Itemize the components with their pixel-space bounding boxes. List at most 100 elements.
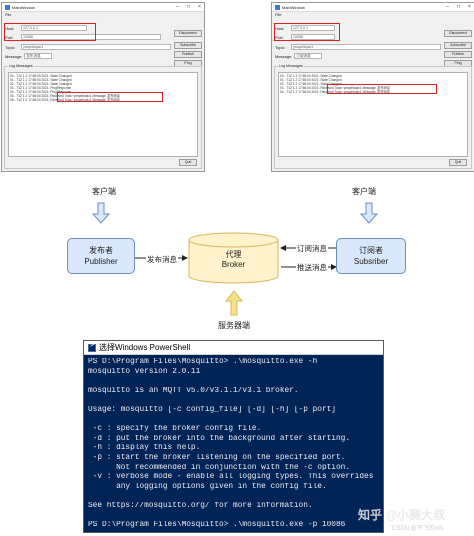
push-edge-label: 推送消息	[296, 262, 328, 273]
disconnect-button[interactable]: Disconnect	[444, 30, 472, 37]
host-input[interactable]: 127.0.0.1	[291, 25, 335, 31]
console-line	[88, 492, 379, 502]
log-line: 04 - T1Z 1 2 17:56:00 2021: Received Top…	[280, 90, 390, 94]
powershell-title: 选择Windows PowerShell	[99, 343, 191, 352]
message-label: Message:	[5, 53, 23, 59]
subscriber-node: 订阅者 Subsriber	[336, 238, 406, 274]
powershell-window: 选择Windows PowerShell PS D:\Program Files…	[83, 340, 384, 533]
close-icon[interactable]: ×	[198, 4, 201, 10]
console-line: any logging options given in the config …	[88, 482, 327, 491]
close-icon[interactable]: ×	[468, 4, 471, 10]
maximize-icon[interactable]: □	[186, 4, 191, 10]
console-line	[88, 377, 379, 387]
window-title: MainWindow	[282, 4, 305, 10]
log-line: 03 - T1Z 1 2 17:55:00 2021: PingResponse	[10, 86, 72, 90]
log-messages-group: Log Messages: 00 - T1Z 1 2 17:55:00 2021…	[274, 64, 472, 169]
host-port-highlight	[4, 23, 96, 41]
log-line: 00 - T1Z 1 2 17:55:00 2021: State Change…	[10, 74, 72, 78]
subscriber-label-cn: 订阅者	[359, 246, 383, 255]
menu-file[interactable]: File	[275, 12, 282, 17]
message-row: Message: 发布消息	[5, 53, 53, 59]
minimize-icon[interactable]: –	[446, 4, 449, 10]
received-highlight	[57, 92, 163, 102]
console-line	[88, 396, 379, 406]
subscriber-label-en: Subsriber	[353, 257, 389, 266]
menu-file[interactable]: File	[5, 12, 12, 17]
quit-button[interactable]: Quit	[449, 159, 467, 166]
client-arrow-right-icon	[360, 202, 378, 224]
log-line: 05 - T1Z 1 2 17:56:00 2021: Received Top…	[10, 94, 120, 98]
topic-row: Topic: ymqxt/topic1	[275, 44, 441, 50]
message-input[interactable]: 订阅消息	[294, 53, 323, 59]
app-icon	[5, 4, 10, 10]
topic-row: Topic: ymqxt/topic1	[5, 44, 171, 50]
broker-label-en: Broker	[221, 260, 246, 269]
message-input[interactable]: 发布消息	[24, 53, 53, 59]
console-line: -d : put the broker into the background …	[88, 434, 351, 443]
log-line: 02 - T1Z 1 2 17:55:00 2021: State Change…	[280, 82, 342, 86]
port-row: Port: 10086	[275, 34, 335, 40]
subscribe-edge-label: 订阅消息	[296, 243, 328, 254]
message-label: Message:	[275, 53, 293, 59]
quit-button[interactable]: Quit	[179, 159, 197, 166]
client-caption-left: 客户端	[92, 187, 116, 196]
topic-label: Topic:	[5, 44, 16, 50]
window-titlebar: MainWindow – □ ×	[2, 3, 204, 12]
subscribe-button[interactable]: Subscribe	[444, 42, 472, 49]
publish-edge-label: 发布消息	[146, 254, 178, 265]
client-arrow-left-icon	[92, 202, 110, 224]
subscribe-button[interactable]: Subscribe	[174, 42, 202, 49]
minimize-icon[interactable]: –	[176, 4, 179, 10]
log-line: 04 - T1Z 1 2 17:55:00 2021: PingResponse	[10, 90, 72, 94]
server-arrow-up-icon	[225, 290, 243, 316]
console-line: PS D:\Program Files\Mosquitto> .\mosquit…	[88, 358, 318, 366]
log-line: 06 - T1Z 1 2 17:56:00 2021: Received Top…	[10, 98, 120, 102]
console-line: mosquitto is an MQTT v5.0/v3.1.1/v3.1 br…	[88, 386, 299, 395]
log-line: 01 - T1Z 1 2 17:55:00 2021: State Change…	[10, 78, 72, 82]
received-highlight	[327, 84, 437, 94]
port-label: Port:	[275, 34, 284, 40]
console-line: See https://mosquitto.org/ for more info…	[88, 501, 313, 510]
publisher-node: 发布者 Publisher	[67, 238, 135, 274]
topic-input[interactable]: ymqxt/topic1	[21, 44, 171, 50]
host-row: Host: 127.0.0.1	[5, 25, 87, 31]
log-messages-title: Log Messages:	[8, 64, 35, 68]
host-label: Host:	[5, 25, 15, 31]
disconnect-button[interactable]: Disconnect	[174, 30, 202, 37]
port-input[interactable]: 10086	[21, 34, 161, 40]
console-line: Usage: mosquitto [-c config_file] [-d] […	[88, 405, 336, 414]
host-input[interactable]: 127.0.0.1	[21, 25, 87, 31]
publish-button[interactable]: Publish	[174, 51, 202, 58]
log-line: 03 - T1Z 1 2 17:56:00 2021: Received Top…	[280, 86, 390, 90]
publisher-label-cn: 发布者	[89, 246, 113, 255]
broker-label-cn: 代理	[225, 250, 242, 259]
console-line: Not recommended in conjunction with the …	[88, 463, 351, 472]
port-input[interactable]: 10086	[291, 34, 335, 40]
host-label: Host:	[275, 25, 285, 31]
console-line	[88, 512, 379, 522]
log-line: 01 - T1Z 1 2 17:55:00 2021: State Change…	[280, 78, 342, 82]
window-title: MainWindow	[12, 4, 35, 10]
maximize-icon[interactable]: □	[456, 4, 461, 10]
console-line: -p : start the broker listening on the s…	[88, 453, 346, 462]
publisher-client-window: MainWindow – □ × File Host: 127.0.0.1 Po…	[1, 2, 205, 172]
watermark-sub: CSDN @不飞的nils	[392, 526, 444, 532]
broker-label: 代理 Broker	[188, 250, 279, 270]
publish-button[interactable]: Publish	[444, 51, 472, 58]
log-line: 00 - T1Z 1 2 17:55:00 2021: State Change…	[280, 74, 342, 78]
port-label: Port:	[5, 34, 14, 40]
broker-cylinder	[188, 232, 279, 284]
publisher-label-en: Publisher	[84, 257, 118, 266]
powershell-console[interactable]: PS D:\Program Files\Mosquitto> .\mosquit…	[84, 355, 383, 534]
console-line: -c : specify the broker config file.	[88, 425, 262, 434]
subscriber-client-window: MainWindow – □ × File Host: 127.0.0.1 Po…	[271, 2, 474, 172]
port-row: Port: 10086	[5, 34, 161, 40]
topic-input[interactable]: ymqxt/topic1	[291, 44, 441, 50]
console-line: -v : verbose mode - enable all logging t…	[88, 473, 374, 482]
console-line: -h : display this help.	[88, 444, 201, 453]
topic-label: Topic:	[275, 44, 286, 50]
log-line: 02 - T1Z 1 2 17:55:00 2021: State Change…	[10, 82, 72, 86]
client-caption-right: 客户端	[352, 187, 376, 196]
log-list[interactable]: 00 - T1Z 1 2 17:55:00 2021: State Change…	[8, 72, 198, 157]
console-line: PS D:\Program Files\Mosquitto> .\mosquit…	[88, 521, 346, 530]
